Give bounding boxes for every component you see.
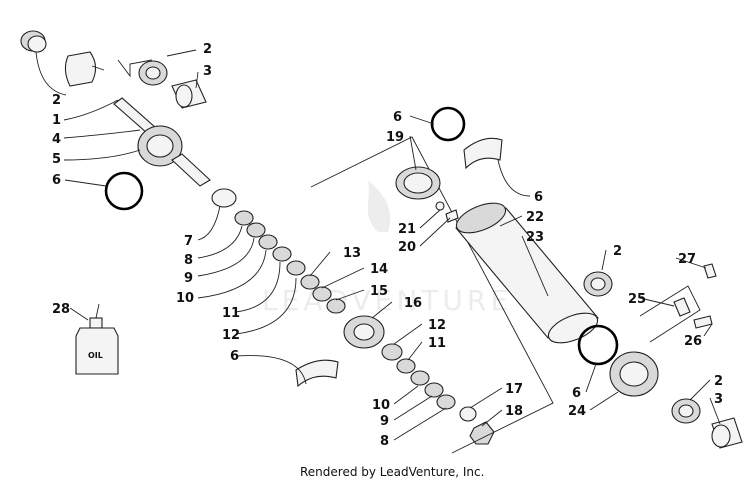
callout-6: 6 [393, 110, 402, 125]
callout-12: 12 [428, 318, 446, 333]
o-ring-part-6-top [430, 106, 466, 142]
callout-4: 4 [52, 132, 61, 147]
callout-19: 19 [386, 130, 404, 145]
sleeve-part-2 [138, 60, 168, 86]
callout-17: 17 [505, 382, 523, 397]
callout-22: 22 [526, 210, 544, 225]
shock-body-part-22-23 [455, 202, 599, 344]
shaft-eye-part-1 [64, 51, 105, 87]
ball-part-21 [435, 201, 445, 211]
callout-27: 27 [678, 252, 696, 267]
shock-shaft [113, 97, 211, 187]
callout-25: 25 [628, 292, 646, 307]
valve-part-25-26-27 [673, 263, 717, 329]
callout-3: 3 [203, 64, 212, 79]
callout-8: 8 [380, 434, 389, 449]
callout-21: 21 [398, 222, 416, 237]
callout-6: 6 [534, 190, 543, 205]
reservoir-end-part-24 [609, 351, 659, 397]
callout-14: 14 [370, 262, 388, 277]
callout-10: 10 [176, 291, 194, 306]
callout-23: 23 [526, 230, 544, 245]
callout-3: 3 [714, 392, 723, 407]
callout-labels: 2 3 2 1 4 5 6 7 8 9 10 11 12 6 13 14 15 … [52, 42, 723, 449]
callout-6: 6 [230, 349, 239, 364]
callout-2: 2 [52, 93, 61, 108]
wear-band-part-6-lower [295, 359, 339, 388]
oil-bottle-part-28: OIL [75, 303, 119, 375]
callout-10: 10 [372, 398, 390, 413]
callout-13: 13 [343, 246, 361, 261]
valve-washer-stack-right [381, 343, 495, 445]
lower-right-sleeve-part-3 [711, 417, 743, 449]
upper-right-bushing [583, 271, 613, 297]
callout-5: 5 [52, 152, 61, 167]
seal-head-part-19 [395, 166, 441, 200]
callout-24: 24 [568, 404, 586, 419]
valve-washer-stack-left [211, 188, 346, 314]
callout-2: 2 [714, 374, 723, 389]
lower-right-bushing-part-2 [671, 398, 701, 424]
piston-part-16 [343, 315, 385, 349]
callout-9: 9 [380, 414, 389, 429]
callout-6: 6 [52, 173, 61, 188]
callout-2: 2 [203, 42, 212, 57]
upper-left-bushing [20, 30, 47, 53]
callout-20: 20 [398, 240, 416, 255]
watermark-text: LEADVENTURE [262, 284, 512, 317]
wear-band-part-6-upper [463, 137, 503, 170]
callout-26: 26 [684, 334, 702, 349]
callout-9: 9 [184, 271, 193, 286]
o-ring-part-6-right [577, 324, 619, 366]
bushing-part-3 [171, 79, 207, 109]
callout-15: 15 [370, 284, 388, 299]
callout-6: 6 [572, 386, 581, 401]
callout-2: 2 [613, 244, 622, 259]
callout-1: 1 [52, 113, 61, 128]
callout-11: 11 [428, 336, 446, 351]
callout-12: 12 [222, 328, 240, 343]
callout-8: 8 [184, 253, 193, 268]
callout-28: 28 [52, 302, 70, 317]
callout-7: 7 [184, 234, 193, 249]
callout-11: 11 [222, 306, 240, 321]
callout-16: 16 [404, 296, 422, 311]
bottle-label: OIL [88, 351, 103, 360]
o-ring-part-6-left [104, 171, 144, 211]
leader-lines [35, 49, 721, 441]
footer-credit: Rendered by LeadVenture, Inc. [300, 465, 484, 479]
callout-18: 18 [505, 404, 523, 419]
watermark-flame-icon [367, 180, 391, 232]
